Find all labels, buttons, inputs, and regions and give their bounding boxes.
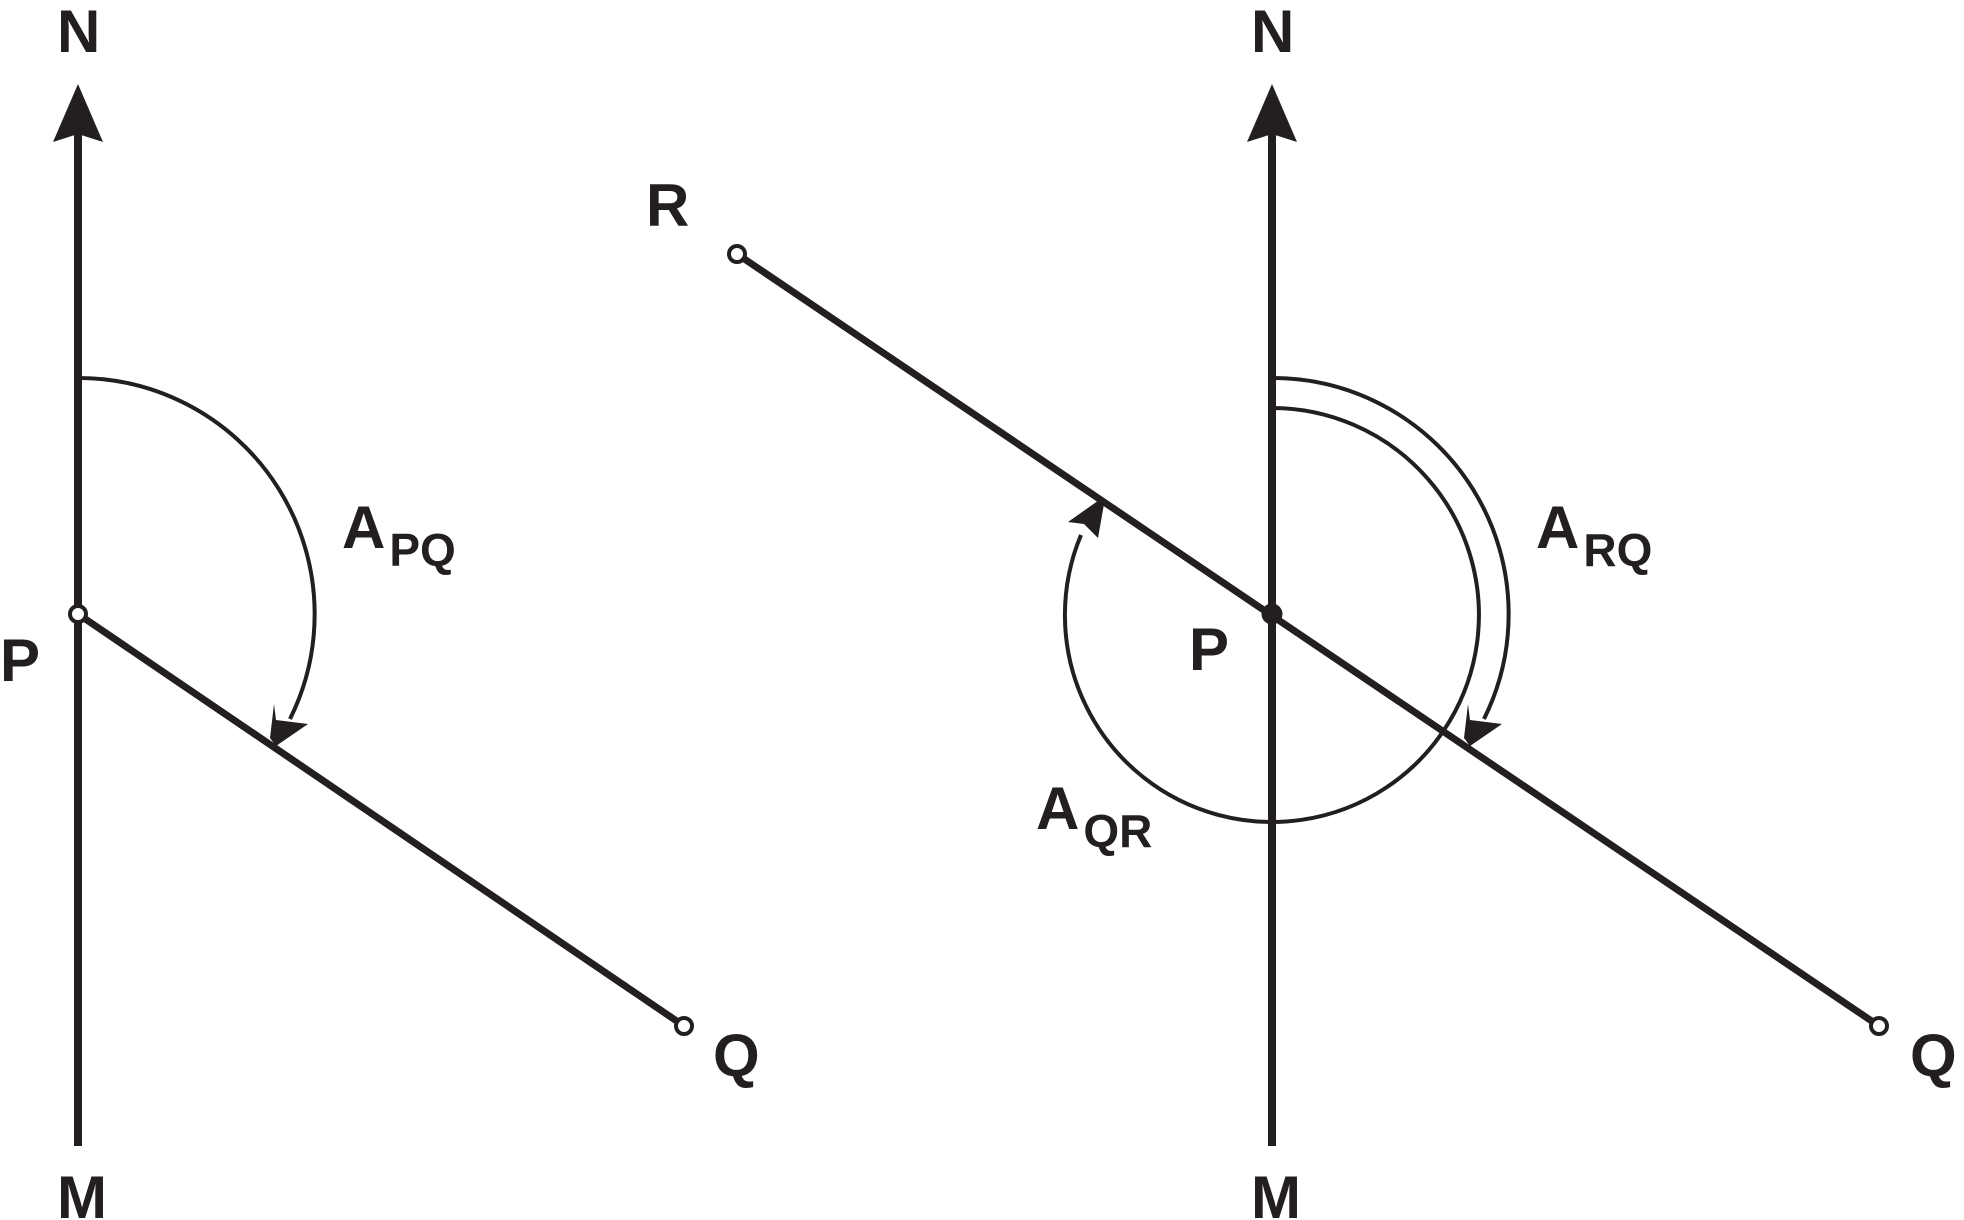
right-azimuth-rq-main: A [1536,494,1579,561]
left-station-p-marker [68,604,88,624]
right-station-r-marker [727,244,747,264]
left-north-label: N [57,0,100,65]
left-line-pq [76,611,686,1029]
right-azimuth-qr-main: A [1036,775,1079,842]
left-figure: N M P Q APQ [0,0,760,1220]
right-azimuth-qr-arc [1062,406,1481,824]
left-azimuth-arc [77,375,317,720]
right-south-label: M [1251,1164,1301,1220]
left-north-arrowhead [53,84,103,142]
left-station-q-marker [674,1016,694,1036]
right-figure: N M P R Q ARQ AQR [646,0,1957,1220]
right-back-r-label: R [646,172,689,239]
left-azimuth-label: APQ [342,494,456,576]
right-azimuth-rq-arc [1271,375,1511,720]
left-south-label: M [57,1164,107,1220]
left-target-q-label: Q [713,1022,760,1089]
right-station-p-label: P [1189,616,1229,683]
right-north-arrowhead [1247,84,1297,142]
left-azimuth-sub: PQ [389,524,455,576]
left-azimuth-arrowhead [270,704,308,746]
right-target-q-label: Q [1910,1022,1957,1089]
right-azimuth-rq-sub: RQ [1583,524,1652,576]
right-north-label: N [1251,0,1294,65]
left-azimuth-main: A [342,494,385,561]
right-station-p-marker [1261,603,1283,625]
right-azimuth-qr-label: AQR [1036,775,1152,857]
left-station-p-label: P [0,627,40,694]
right-line-rq [735,251,1881,1029]
right-azimuth-rq-label: ARQ [1536,494,1652,576]
right-station-q-marker [1869,1016,1889,1036]
right-azimuth-qr-sub: QR [1083,805,1152,857]
right-azimuth-qr-arrowhead [1068,498,1104,538]
right-azimuth-rq-arrowhead [1464,704,1502,746]
